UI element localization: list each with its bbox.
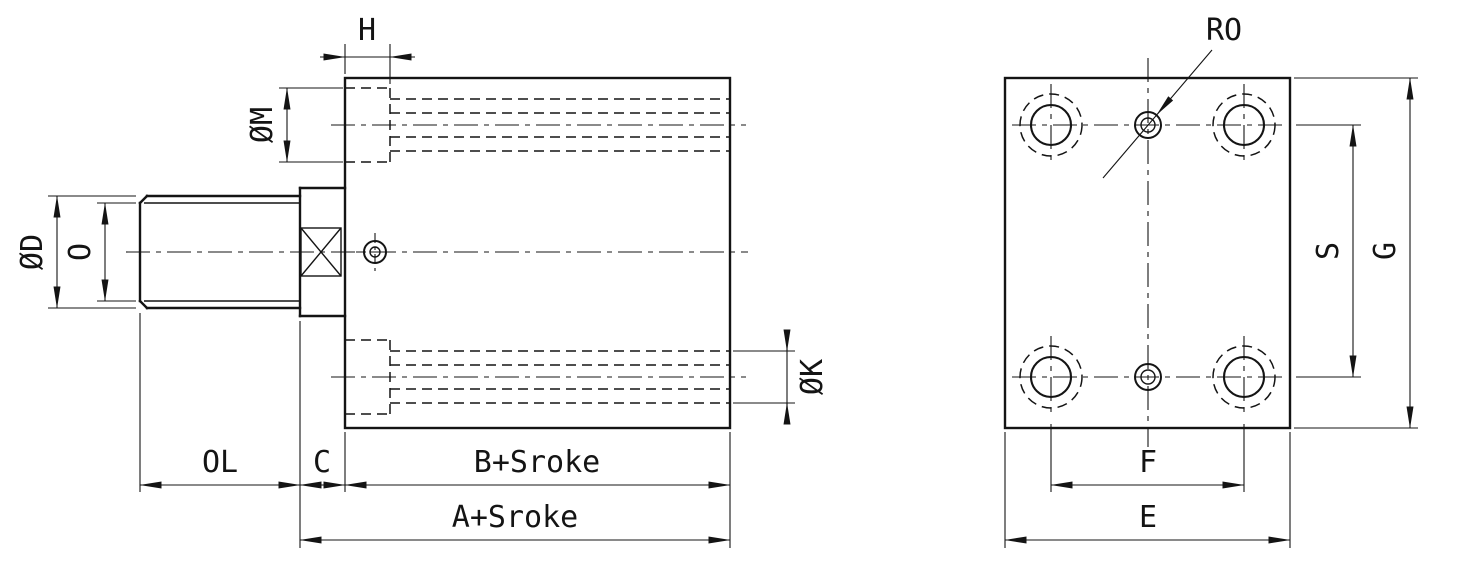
dim-label-phi-d: ØD — [15, 234, 50, 270]
dim-g: G — [1294, 77, 1418, 429]
ro-leader-arrow — [1156, 96, 1174, 116]
dim-o: O — [63, 202, 136, 302]
dim-a-stroke: A+Sroke — [299, 500, 731, 544]
dim-label-g: G — [1368, 242, 1403, 260]
dim-label-o: O — [63, 243, 98, 261]
dim-e: E — [1004, 432, 1291, 548]
dim-ol: OL — [139, 313, 301, 548]
dim-label-e: E — [1139, 500, 1157, 535]
dim-label-phi-k: ØK — [795, 359, 830, 395]
dim-label-s: S — [1311, 242, 1346, 260]
dim-h: H — [320, 13, 415, 84]
dim-label-ro: RO — [1206, 13, 1242, 48]
dim-label-b-stroke: B+Sroke — [474, 445, 600, 480]
dim-f: F — [1050, 424, 1245, 492]
dim-label-f: F — [1139, 445, 1157, 480]
dim-s: S — [1296, 124, 1361, 378]
dim-label-phi-m: ØM — [245, 107, 280, 143]
hidden-mount-hole-top — [331, 87, 746, 163]
dim-phi-k: ØK — [733, 329, 830, 425]
dim-c: C — [299, 432, 346, 492]
dim-b-stroke: B+Sroke — [344, 432, 731, 548]
dim-phi-d: ØD — [15, 195, 136, 309]
dim-label-c: C — [313, 445, 331, 480]
dim-phi-m: ØM — [245, 87, 343, 163]
side-view: H ØM ØD O ØK — [15, 13, 830, 548]
end-view: RO S G F E — [1003, 13, 1418, 548]
dim-label-ol: OL — [202, 445, 238, 480]
dim-label-a-stroke: A+Sroke — [452, 500, 578, 535]
hidden-mount-hole-bottom — [331, 339, 746, 415]
dim-label-h: H — [358, 13, 376, 48]
cylinder-body-outline — [343, 76, 732, 430]
piston-rod-thread — [138, 194, 302, 310]
dim-ro: RO — [1102, 13, 1242, 179]
